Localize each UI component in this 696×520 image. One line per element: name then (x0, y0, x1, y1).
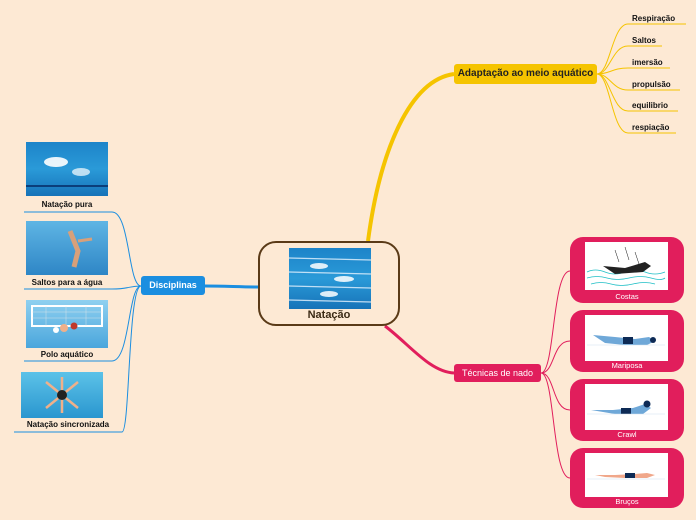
breaststroke-illustration (585, 453, 668, 497)
card-caption-crawl: Crawl (617, 430, 637, 439)
natacao-sincronizada-photo (21, 372, 103, 418)
saltos-photo (26, 221, 108, 275)
swimming-pool-photo (289, 248, 371, 309)
card-crawl[interactable]: Crawl (570, 379, 684, 441)
disciplina-polo-aquatico[interactable]: Polo aquático (40, 350, 94, 359)
central-topic[interactable]: Natação (258, 241, 400, 326)
leaf-respiracao[interactable]: Respiração (632, 14, 676, 23)
natacao-pura-photo (26, 142, 108, 196)
leaf-saltos[interactable]: Saltos (632, 36, 657, 45)
card-caption-mariposa: Mariposa (611, 361, 643, 370)
leaf-imersao[interactable]: imersão (632, 58, 663, 67)
branch-adaptacao[interactable]: Adaptação ao meio aquático (454, 64, 597, 84)
disciplina-natacao-sincronizada[interactable]: Natação sincronizada (26, 420, 110, 429)
card-caption-brucos: Bruços (615, 497, 639, 506)
central-title: Natação (307, 309, 351, 321)
disciplina-natacao-pura[interactable]: Natação pura (41, 200, 93, 209)
leaf-respiacao[interactable]: respiação (632, 123, 670, 132)
card-costas[interactable]: Costas (570, 237, 684, 303)
branch-tecnicas[interactable]: Técnicas de nado (454, 364, 541, 382)
disciplina-saltos[interactable]: Saltos para a água (31, 278, 103, 287)
leaf-equilibrio[interactable]: equilibrio (632, 101, 668, 110)
crawl-illustration (585, 384, 668, 430)
polo-aquatico-photo (26, 300, 108, 348)
branch-disciplinas[interactable]: Disciplinas (141, 276, 205, 295)
butterfly-illustration (585, 315, 668, 361)
card-mariposa[interactable]: Mariposa (570, 310, 684, 372)
card-brucos[interactable]: Bruços (570, 448, 684, 508)
card-caption-costas: Costas (615, 292, 639, 301)
leaf-propulsao[interactable]: propulsão (632, 80, 671, 89)
backstroke-illustration (585, 242, 668, 290)
